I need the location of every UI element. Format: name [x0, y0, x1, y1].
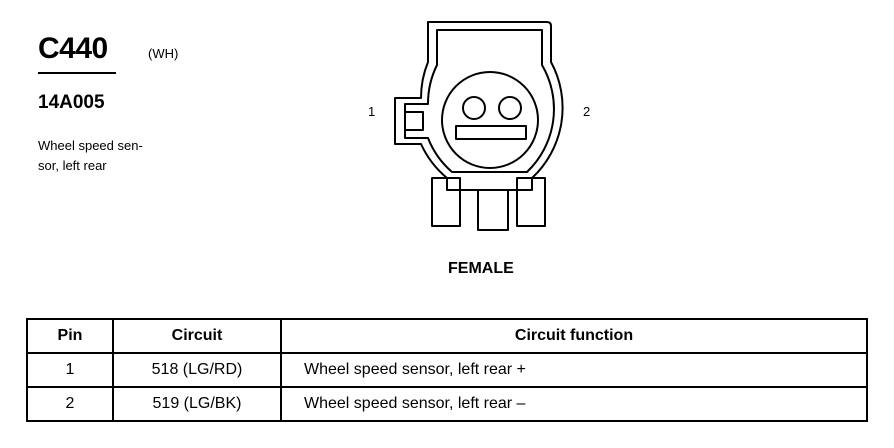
connector-housing-outer — [394, 21, 564, 191]
key-slot — [455, 125, 527, 140]
header-pin: Pin — [26, 318, 114, 354]
cell-function: Wheel speed sensor, left rear + — [280, 352, 868, 388]
part-number: 14A005 — [38, 92, 105, 113]
connector-foot-center — [477, 189, 509, 231]
cell-pin: 1 — [26, 352, 114, 388]
pin-table: Pin Circuit Circuit function 1 518 (LG/R… — [26, 318, 868, 422]
table-row: 2 519 (LG/BK) Wheel speed sensor, left r… — [26, 386, 868, 422]
table-header-row: Pin Circuit Circuit function — [26, 318, 868, 354]
connector-housing-inner — [404, 29, 555, 173]
cell-circuit: 519 (LG/BK) — [112, 386, 282, 422]
connector-id-underline — [38, 72, 116, 74]
table-row: 1 518 (LG/RD) Wheel speed sensor, left r… — [26, 352, 868, 388]
pin-cavity-1 — [462, 96, 486, 120]
connector-description: Wheel speed sen- sor, left rear — [38, 136, 143, 176]
cell-function: Wheel speed sensor, left rear – — [280, 386, 868, 422]
connector-foot-left — [431, 177, 461, 227]
connector-foot-right — [516, 177, 546, 227]
pin-cavity-2 — [498, 96, 522, 120]
connector-gender-label: FEMALE — [448, 260, 514, 277]
connector-latch — [404, 111, 424, 131]
pin-label-2: 2 — [583, 104, 591, 119]
connector-mating-ring — [441, 71, 539, 169]
pin-label-1: 1 — [368, 104, 376, 119]
description-line: sor, left rear — [38, 158, 107, 173]
connector-color: (WH) — [148, 46, 179, 61]
cell-circuit: 518 (LG/RD) — [112, 352, 282, 388]
description-line: Wheel speed sen- — [38, 138, 143, 153]
header-circuit-function: Circuit function — [280, 318, 868, 354]
header-circuit: Circuit — [112, 318, 282, 354]
connector-face-diagram — [394, 21, 564, 231]
connector-id: C440 — [38, 32, 108, 65]
cell-pin: 2 — [26, 386, 114, 422]
